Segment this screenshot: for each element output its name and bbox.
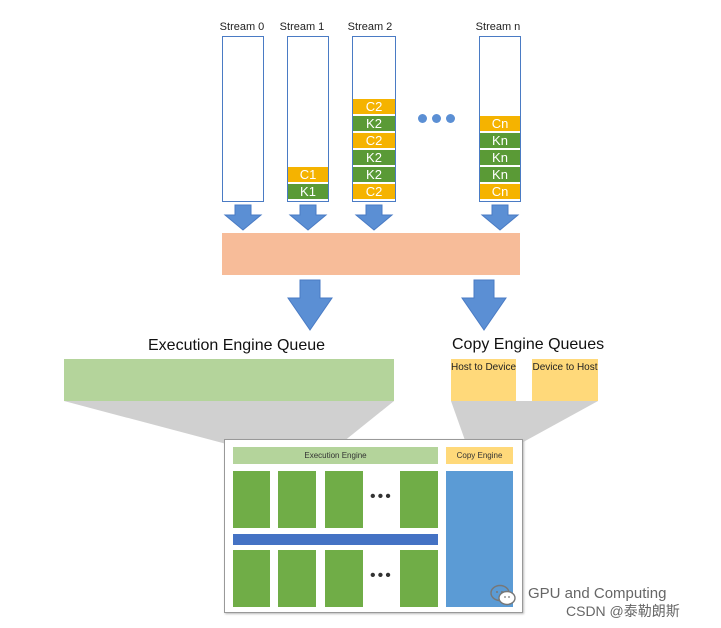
stream-2-cell: C2 bbox=[353, 98, 395, 114]
ellipsis-dot bbox=[432, 114, 441, 123]
stream-n-cell: Kn bbox=[480, 149, 520, 165]
stream-n-box: Cn Kn Kn Kn Cn bbox=[479, 36, 521, 202]
sm-block bbox=[400, 471, 438, 528]
stream-n-label: Stream n bbox=[475, 21, 521, 33]
stream-2-box: C2 K2 C2 K2 K2 C2 bbox=[352, 36, 396, 202]
copy-queue-funnel bbox=[451, 401, 598, 446]
stream-1-cell-c1: C1 bbox=[288, 166, 328, 182]
sm-ellipsis: ••• bbox=[370, 567, 393, 584]
wechat-icon bbox=[489, 583, 517, 607]
copy-engine-header: Copy Engine bbox=[446, 447, 513, 464]
execution-engine-queue bbox=[64, 359, 394, 401]
device-to-host-label: Device to Host bbox=[532, 362, 598, 373]
to-execution-queue-arrow bbox=[287, 279, 333, 331]
host-to-device-queue bbox=[451, 359, 516, 401]
stream-1-cell-k1: K1 bbox=[288, 183, 328, 199]
gpu-device: Execution Engine Copy Engine ••• ••• bbox=[224, 439, 523, 613]
sm-block bbox=[233, 471, 270, 528]
execution-queue-title: Execution Engine Queue bbox=[148, 337, 326, 354]
stream-n-arrow bbox=[480, 204, 520, 231]
stream-n-cell: Kn bbox=[480, 166, 520, 182]
stream-0-label: Stream 0 bbox=[219, 21, 265, 33]
stream-1-box: C1 K1 bbox=[287, 36, 329, 202]
stream-0-arrow bbox=[223, 204, 263, 231]
host-to-device-label: Host to Device bbox=[450, 362, 517, 373]
sm-block bbox=[325, 471, 363, 528]
copy-engine-block bbox=[446, 471, 513, 607]
stream-2-label: Stream 2 bbox=[347, 21, 393, 33]
interconnect-bar bbox=[233, 534, 438, 545]
sm-block bbox=[278, 550, 316, 607]
stream-n-cell: Kn bbox=[480, 132, 520, 148]
sm-block bbox=[233, 550, 270, 607]
execution-queue-funnel bbox=[64, 401, 394, 446]
scheduler-bar bbox=[222, 233, 520, 275]
ellipsis-dot bbox=[418, 114, 427, 123]
device-to-host-queue bbox=[532, 359, 598, 401]
ellipsis-dot bbox=[446, 114, 455, 123]
stream-2-cell: K2 bbox=[353, 115, 395, 131]
sm-block bbox=[325, 550, 363, 607]
sm-block bbox=[400, 550, 438, 607]
stream-n-cell: Cn bbox=[480, 183, 520, 199]
watermark-author: CSDN @泰勒朗斯 bbox=[566, 603, 680, 619]
stream-2-cell: K2 bbox=[353, 166, 395, 182]
execution-engine-header: Execution Engine bbox=[233, 447, 438, 464]
stream-2-cell: C2 bbox=[353, 183, 395, 199]
sm-ellipsis: ••• bbox=[370, 488, 393, 505]
stream-1-label: Stream 1 bbox=[279, 21, 325, 33]
stream-2-arrow bbox=[354, 204, 394, 231]
stream-1-arrow bbox=[288, 204, 328, 231]
stream-0-box bbox=[222, 36, 264, 202]
copy-queues-title: Copy Engine Queues bbox=[452, 336, 605, 353]
sm-block bbox=[278, 471, 316, 528]
to-copy-queues-arrow bbox=[461, 279, 507, 331]
stream-2-cell: C2 bbox=[353, 132, 395, 148]
stream-2-cell: K2 bbox=[353, 149, 395, 165]
watermark-title: GPU and Computing bbox=[528, 585, 667, 602]
stream-n-cell: Cn bbox=[480, 115, 520, 131]
